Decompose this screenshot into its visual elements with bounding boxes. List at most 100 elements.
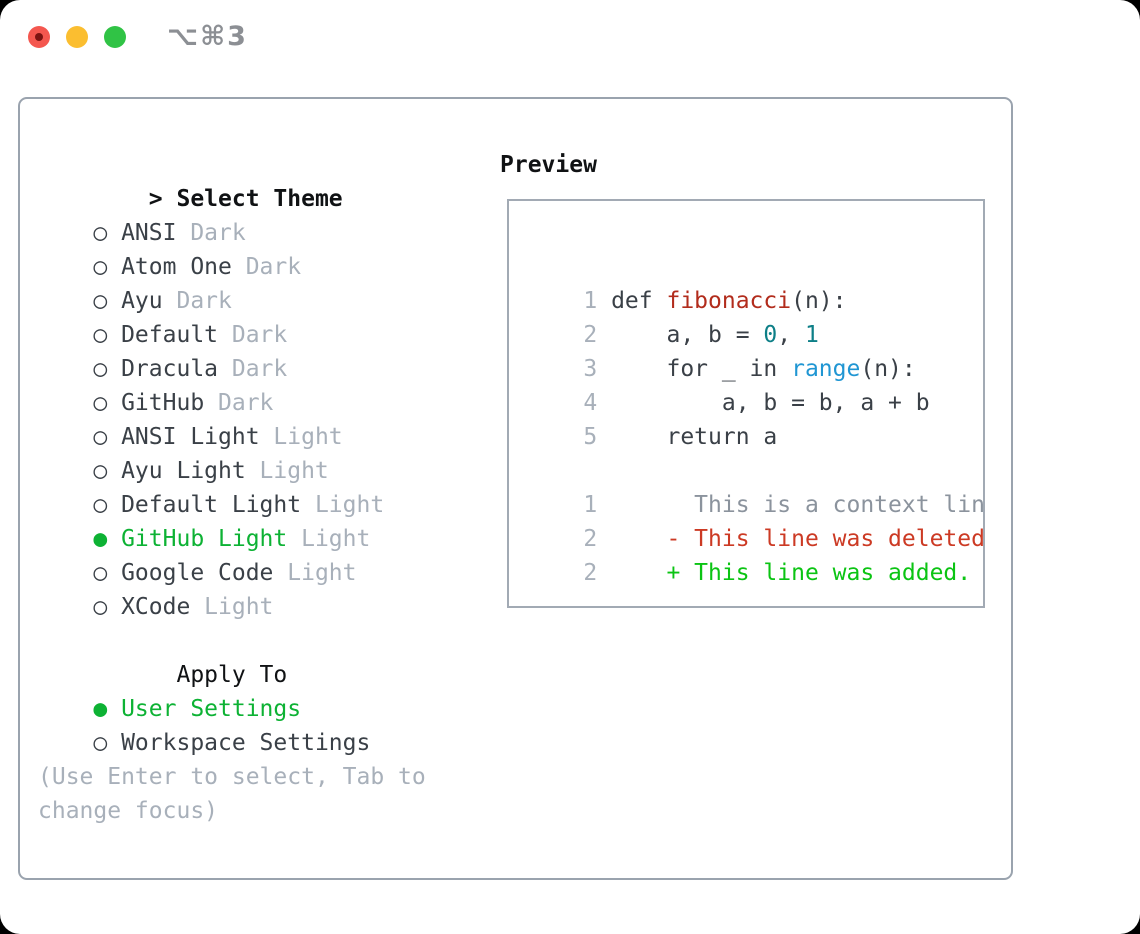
code-token: + This line was added. <box>611 560 972 586</box>
apply-to-list: ● User Settings ○ Workspace Settings <box>38 658 478 756</box>
line-number: 4 <box>583 390 598 416</box>
theme-name-label: XCode <box>121 594 191 620</box>
code-token: range <box>791 356 861 382</box>
code-tokens: This is a context line. <box>611 492 985 518</box>
minimize-button[interactable] <box>66 26 88 48</box>
code-token: This is a context line. <box>611 492 985 518</box>
theme-name-label: Ayu Light <box>121 458 246 484</box>
theme-variant-tag: Light <box>259 458 329 484</box>
theme-name-label: Atom One <box>121 254 232 280</box>
theme-option[interactable]: ○ Google Code Light <box>38 522 478 586</box>
theme-option[interactable]: ○ GitHub Dark <box>38 352 478 416</box>
code-token: def <box>611 288 667 314</box>
code-tokens: + This line was added. <box>611 560 971 586</box>
close-button-dot-icon <box>35 33 43 41</box>
apply-to-option[interactable]: ○ Workspace Settings <box>38 692 478 756</box>
code-token: , <box>777 322 805 348</box>
preview-title: Preview <box>500 152 597 178</box>
theme-name-label: GitHub <box>121 390 205 416</box>
theme-variant-tag: Dark <box>245 254 302 280</box>
code-line: 5 return a <box>528 386 983 450</box>
code-token: 1 <box>804 322 819 348</box>
theme-variant-tag: Light <box>273 424 343 450</box>
close-button[interactable] <box>28 26 50 48</box>
code-token: - This line was deleted. <box>611 526 985 552</box>
radio-icon: ○ <box>93 220 108 246</box>
line-number: 2 <box>583 322 598 348</box>
apply-option-label: Workspace Settings <box>121 730 371 756</box>
line-number: 5 <box>583 424 598 450</box>
radio-icon: ○ <box>93 560 108 586</box>
code-tokens: for _ in range(n): <box>611 356 916 382</box>
code-tokens: a, b = 0, 1 <box>611 322 819 348</box>
theme-name-label: ANSI Light <box>121 424 260 450</box>
radio-icon: ○ <box>93 492 108 518</box>
theme-name-label: Default <box>121 322 219 348</box>
radio-icon: ○ <box>93 424 108 450</box>
theme-name-label: Ayu <box>121 288 163 314</box>
code-line: 1 This is a context line. <box>528 454 983 518</box>
code-token: fibonacci <box>666 288 792 314</box>
code-line: 2 - This line was deleted. <box>528 488 983 552</box>
line-number: 2 <box>583 560 598 586</box>
theme-variant-tag: Dark <box>231 322 288 348</box>
theme-option[interactable]: ○ Default Light Light <box>38 454 478 518</box>
theme-option[interactable]: ○ Ayu Light Light <box>38 420 478 484</box>
theme-variant-tag: Light <box>314 492 385 518</box>
code-tokens: - This line was deleted. <box>611 526 985 552</box>
theme-variant-tag: Dark <box>176 288 232 314</box>
cursor-arrow-icon: > <box>148 186 163 212</box>
theme-option[interactable]: ○ ANSI Light Light <box>38 386 478 450</box>
code-line: 2 a, b = 0, 1 <box>528 284 983 348</box>
line-number: 3 <box>583 356 598 382</box>
line-number: 1 <box>583 492 598 518</box>
radio-icon: ○ <box>93 322 108 348</box>
code-token: 0 <box>763 322 778 348</box>
line-number: 2 <box>583 526 598 552</box>
radio-icon: ● <box>93 696 108 722</box>
theme-name-label: Dracula <box>121 356 219 382</box>
keyboard-hint-text: (Use Enter to select, Tab to change focu… <box>38 764 426 824</box>
theme-option[interactable]: ○ Atom One Dark <box>38 216 478 280</box>
radio-icon: ○ <box>93 288 108 314</box>
radio-icon: ○ <box>93 356 108 382</box>
theme-name-label: Google Code <box>121 560 274 586</box>
code-token: (n): <box>860 356 916 382</box>
radio-icon: ○ <box>93 390 108 416</box>
theme-name-label: GitHub Light <box>121 526 288 552</box>
theme-variant-tag: Light <box>301 526 371 552</box>
theme-option[interactable]: ○ Default Dark <box>38 284 478 348</box>
theme-name-label: ANSI <box>121 220 177 246</box>
apply-option-label: User Settings <box>121 696 302 722</box>
radio-icon: ○ <box>93 254 108 280</box>
code-tokens: def fibonacci(n): <box>611 288 846 314</box>
code-tokens: a, b = b, a + b <box>611 390 930 416</box>
select-theme-header-label: Select Theme <box>176 186 343 212</box>
code-token: return a <box>611 424 778 450</box>
apply-to-option[interactable]: ● User Settings <box>38 658 478 722</box>
code-token: a, b = b, a + b <box>611 390 930 416</box>
theme-variant-tag: Dark <box>218 390 274 416</box>
code-line: 2 + This line was added. <box>528 522 983 586</box>
code-line: 4 a, b = b, a + b <box>528 352 983 416</box>
theme-option[interactable]: ● GitHub Light Light <box>38 488 478 552</box>
theme-option[interactable]: ○ Ayu Dark <box>38 250 478 314</box>
code-line: 3 for _ in range(n): <box>528 318 983 382</box>
theme-variant-tag: Light <box>287 560 357 586</box>
theme-variant-tag: Dark <box>231 356 288 382</box>
zoom-button[interactable] <box>104 26 126 48</box>
radio-icon: ○ <box>93 594 108 620</box>
radio-icon: ○ <box>93 730 108 756</box>
theme-option[interactable]: ○ Dracula Dark <box>38 318 478 382</box>
radio-icon: ● <box>93 526 108 552</box>
theme-name-label: Default Light <box>121 492 302 518</box>
theme-option[interactable]: ○ XCode Light <box>38 556 478 620</box>
code-token: (n): <box>791 288 847 314</box>
radio-icon: ○ <box>93 458 108 484</box>
